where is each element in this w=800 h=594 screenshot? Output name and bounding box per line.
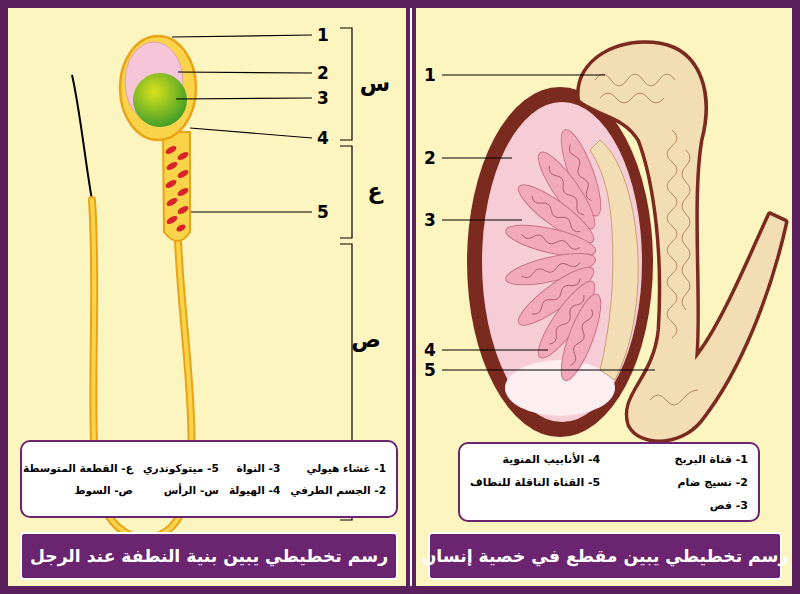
leader-line: [442, 369, 655, 370]
caption-bar: رسم تخطيطي يبين بنية النطفة عند الرجل: [20, 532, 398, 580]
sperm-head: [120, 36, 196, 140]
coil: [667, 130, 677, 338]
legend-item: ع- القطعة المتوسطة: [23, 462, 133, 474]
legend-item: 5- القناة الناقلة للنطاف: [470, 476, 600, 489]
callout-number: 4: [317, 129, 329, 148]
mitochondrion: [165, 196, 178, 207]
leader-line: [191, 211, 312, 212]
legend-item: 1- غشاء هيولي: [290, 462, 386, 474]
tubule-coil: [568, 308, 595, 366]
tail-end: [72, 75, 92, 200]
leader-line: [178, 72, 312, 73]
legend-item: 4- الأنابيب المنوية: [470, 453, 600, 466]
callout-number: 3: [317, 89, 329, 108]
callout-number: 5: [424, 361, 436, 380]
legend-item: 5- ميتوكوندري: [143, 462, 219, 474]
callout-number: 1: [424, 66, 436, 85]
callout-number: 1: [317, 26, 329, 45]
callout-number: 2: [317, 64, 329, 83]
caption-bar: رسم تخطيطي يبين مقطع في خصية إنسان: [428, 532, 782, 580]
leader-line: [442, 157, 512, 158]
leader-line: [176, 98, 312, 99]
epididymis-outline: [580, 44, 785, 440]
lobules: [503, 125, 608, 384]
mitochondrion: [176, 186, 189, 197]
mitochondrion: [164, 144, 177, 155]
bracket-label: س: [360, 72, 390, 96]
leader-line: [442, 349, 548, 350]
nucleus: [133, 73, 187, 127]
callout-number: 3: [424, 211, 436, 230]
coil: [600, 93, 664, 103]
legend-item: 2- نسيج ضام: [675, 476, 749, 489]
mitochondria: [164, 144, 189, 233]
testis-capsule: [467, 87, 653, 437]
callout-number: 5: [317, 203, 329, 222]
coil: [650, 390, 698, 405]
legend-item: س- الرأس: [143, 484, 219, 496]
mitochondrion: [176, 204, 189, 215]
divider: [410, 8, 412, 586]
pale-region: [505, 360, 615, 416]
midpiece: [163, 132, 190, 241]
leader-line: [190, 128, 312, 138]
epididymis: [580, 44, 785, 440]
mitochondrion: [176, 150, 189, 161]
callout-number: 2: [424, 149, 436, 168]
callout-number: 4: [424, 341, 436, 360]
caption-text: رسم تخطيطي يبين بنية النطفة عند الرجل: [30, 546, 388, 566]
leader-line: [442, 74, 605, 75]
coiled-ducts: [595, 74, 698, 405]
coil: [682, 150, 690, 310]
legend-item: 3- فص: [675, 499, 749, 512]
legend-item: 2- الجسم الطرفي: [290, 484, 386, 496]
caption-text: رسم تخطيطي يبين مقطع في خصية إنسان: [422, 546, 789, 566]
bracket: [340, 146, 352, 238]
leader-line: [172, 35, 312, 37]
mitochondrion: [164, 178, 177, 189]
bracket-label: ص: [351, 328, 381, 352]
legend-box: 1- قناة البربخ 4- الأنابيب المنوية 2- نسيج…: [458, 442, 760, 522]
mitochondrion: [165, 214, 178, 225]
leader-lines: [442, 75, 655, 370]
mitochondrion: [165, 160, 178, 171]
testis-interior: [482, 102, 642, 422]
legend-item: ص- السوط: [23, 484, 133, 496]
legend-box: 1- غشاء هيولي 3- النواة 5- ميتوكوندري ع- ال…: [20, 440, 398, 518]
legend-item: 1- قناة البربخ: [675, 453, 749, 466]
bracket-label: ع: [368, 180, 383, 204]
rete-testis: [590, 140, 638, 380]
coil: [595, 74, 675, 86]
bracket: [340, 28, 352, 140]
tubule-coil: [521, 231, 581, 250]
legend-item: 3- النواة: [229, 462, 280, 474]
leader-line: [442, 219, 522, 220]
mitochondrion: [175, 223, 187, 233]
mitochondrion: [176, 168, 189, 179]
legend-item: 4- الهيولة: [229, 484, 280, 496]
